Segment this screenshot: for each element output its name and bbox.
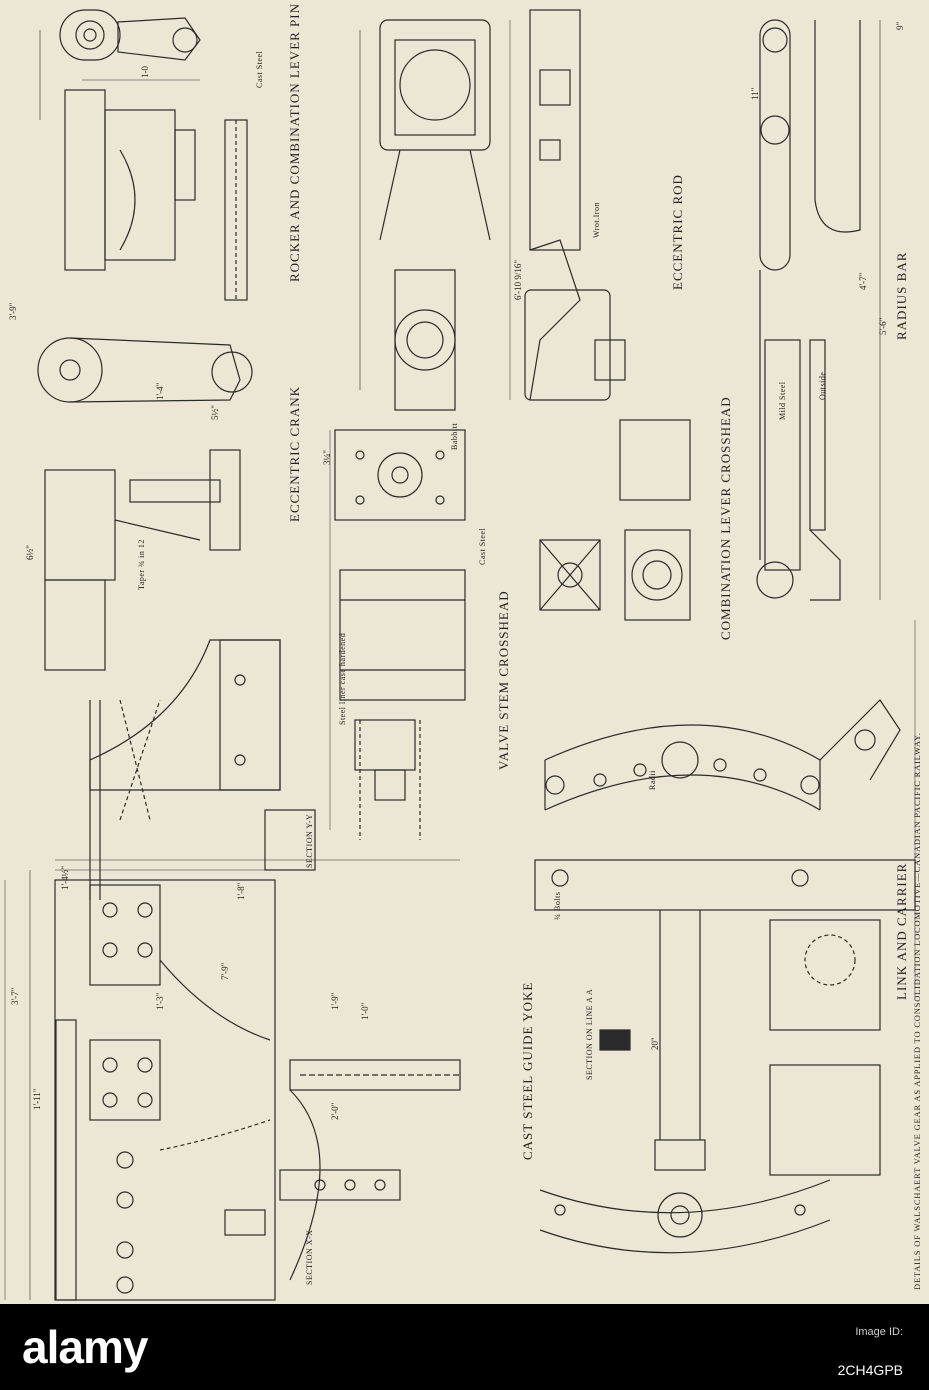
label-eccentric-crank: ECCENTRIC CRANK [287,386,302,522]
eccentric-rod-drawing [359,9,626,411]
note-wrought-iron: Wrot.Iron [592,202,601,238]
note-steel-liner: Steel liner case hardened [338,632,347,725]
dim-3: 1'-11" [32,1088,42,1110]
radius-bar-drawing [756,19,881,601]
dim-5: 4'-7" [858,272,868,290]
brand-logo[interactable]: alamy [22,1321,148,1373]
dim-7: 1'-9" [330,992,340,1010]
dim-4: 5'-6" [878,317,888,335]
note-bolts: ¾ Bolts [553,891,562,920]
dim-10: 20" [650,1037,660,1050]
note-babbitt: Babbitt [450,422,459,450]
link-drawing [534,699,916,1254]
combination-crosshead-drawing [539,419,691,621]
dim-16: 3'-9" [8,302,18,320]
dim-20: 5½" [210,405,220,420]
dim-11: 11" [750,87,760,100]
eccentric-crank-drawing [37,337,253,671]
valve-stem-drawing [334,429,466,840]
dim-9: 1'-0" [360,1002,370,1020]
dim-18: 1'-4" [155,382,165,400]
dim-21: 3¼" [322,450,332,465]
dim-17: 1'-3" [155,992,165,1010]
note-radii: Radii [648,770,657,790]
plate-caption: DETAILS OF WALSCHAERT VALVE GEAR AS APPL… [912,732,922,1290]
label-eccentric-rod: ECCENTRIC ROD [670,174,685,290]
stock-id-prefix: Image ID: [855,1326,903,1338]
dim-19: 6½" [25,545,35,560]
dim-13: 1'-4½" [60,865,70,890]
note-taper: Taper ¾ in 12 [137,539,146,590]
note-cast-steel: Cast Steel [255,50,264,88]
engineering-plate: ROCKER AND COMBINATION LEVER PIN ECCENTR… [4,2,922,1301]
bracket-drawing [89,639,281,900]
note-cast-steel-2: Cast Steel [478,527,487,565]
rocker-drawing [39,9,248,301]
label-radius-bar: RADIUS BAR [894,251,909,340]
label-valve-stem: VALVE STEM CROSSHEAD [496,590,511,770]
guide-yoke-drawing [29,809,461,1301]
label-rocker: ROCKER AND COMBINATION LEVER PIN [287,2,302,282]
label-section-xx: SECTION X-X [305,1229,314,1286]
label-section-aa: SECTION ON LINE A A [585,988,594,1080]
dim-6: 6'-10 9/16" [513,259,523,300]
label-combination-crosshead: COMBINATION LEVER CROSSHEAD [718,396,733,640]
dim-1: 1-0 [140,66,150,78]
stock-footer: alamy Image ID: 2CH4GPB [0,1304,929,1390]
dim-12: 9" [895,21,905,30]
label-section-yy: SECTION Y-Y [305,813,314,868]
note-outside: Outside [818,371,827,400]
dim-2: 3'-7" [10,987,20,1005]
technical-drawing [4,9,916,1301]
dimension-lines [4,20,916,1300]
stock-id: 2CH4GPB [837,1362,903,1378]
note-mild-steel: Mild Steel [778,381,787,420]
dim-15: 7'-9" [220,962,230,980]
label-link-carrier: LINK AND CARRIER [894,862,909,1000]
dim-14: 1'-8" [236,882,246,900]
dim-8: 2'-0" [330,1102,340,1120]
label-guide-yoke: CAST STEEL GUIDE YOKE [520,981,535,1160]
